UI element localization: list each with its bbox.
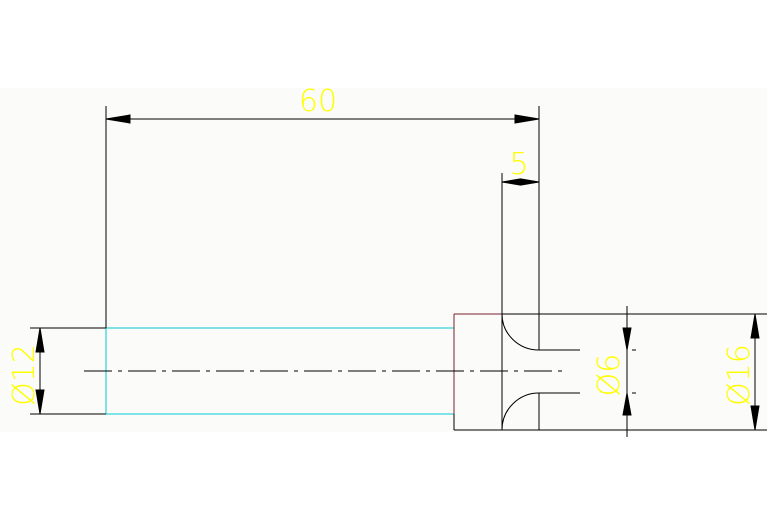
dimension-5-label: 5 (509, 147, 528, 182)
dimension-dia-16-label: Ø16 (722, 344, 757, 406)
drawing-area (0, 88, 767, 432)
dimension-dia-6 (622, 306, 632, 437)
dimension-dia-16 (750, 313, 760, 431)
head-outline (453, 313, 767, 431)
dimension-60 (105, 106, 540, 328)
dimension-dia-12 (30, 327, 106, 415)
bore-profile (501, 313, 636, 431)
dimension-dia-6-label: Ø6 (592, 354, 627, 397)
dimension-5 (501, 173, 540, 314)
dimension-60-label: 60 (299, 84, 337, 119)
dimension-dia-12-label: Ø12 (7, 344, 42, 406)
